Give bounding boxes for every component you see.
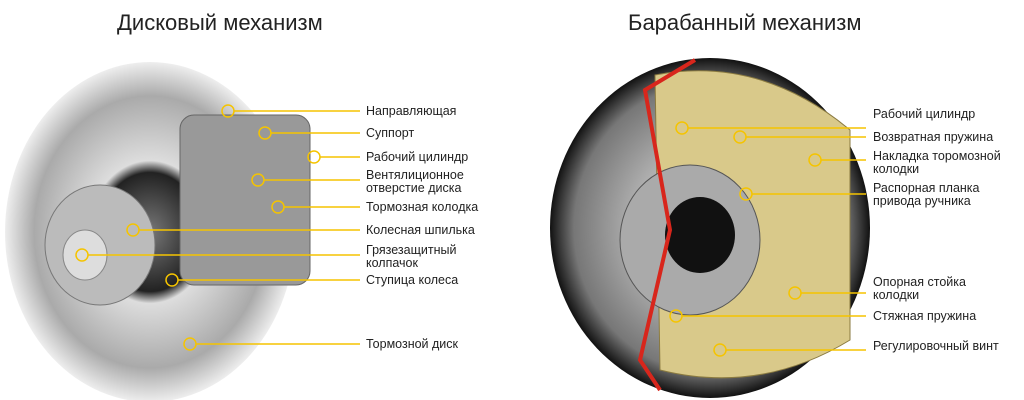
drum-part-label: Опорная стойка колодки <box>873 275 966 302</box>
drum-part-label: Распорная планка привода ручника <box>873 181 980 208</box>
drum-part-label: Рабочий цилиндр <box>873 107 976 121</box>
disc-part-label: Тормозной диск <box>366 337 459 351</box>
drum-part-label: Стяжная пружина <box>873 309 977 323</box>
brake-disc-image <box>5 62 311 400</box>
brake-drum-image <box>550 58 870 398</box>
disc-part-label: Суппорт <box>366 126 415 140</box>
disc-part-label: Вентялиционное отверстие диска <box>366 168 464 195</box>
drum-part-label: Возвратная пружина <box>873 130 994 144</box>
disc-part-label: Колесная шпилька <box>366 223 475 237</box>
drum-title: Барабанный механизм <box>628 10 862 35</box>
disc-part-label: Грязезащитный колпачок <box>366 243 457 270</box>
drum-part-label: Накладка торомозной колодки <box>873 149 1001 176</box>
disc-part-label: Направляющая <box>366 104 457 118</box>
drum-part-label: Регулировочный винт <box>873 339 999 353</box>
disc-part-label: Тормозная колодка <box>366 200 479 214</box>
disc-title: Дисковый механизм <box>117 10 323 35</box>
disc-part-label: Рабочий цилиндр <box>366 150 469 164</box>
disc-part-label: Ступица колеса <box>366 273 459 287</box>
